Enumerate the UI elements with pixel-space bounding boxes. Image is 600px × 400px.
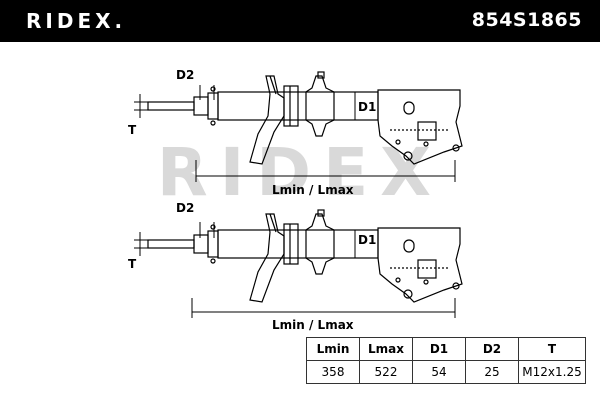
t-label-top: T — [128, 123, 137, 137]
d1-label-top: D1 — [358, 100, 376, 114]
spec-header-lmax: Lmax — [359, 337, 413, 361]
spec-header-d2: D2 — [465, 337, 519, 361]
d2-label-bottom: D2 — [176, 201, 194, 215]
spec-header-d1: D1 — [412, 337, 466, 361]
t-label-bottom: T — [128, 257, 137, 271]
d2-label-top: D2 — [176, 68, 194, 82]
length-label-bottom: Lmin / Lmax — [272, 318, 354, 332]
length-label-top: Lmin / Lmax — [272, 183, 354, 197]
spec-header-row: Lmin Lmax D1 D2 T — [306, 337, 586, 361]
header-bar: RIDEX. 854S1865 — [0, 0, 600, 42]
spec-value-t: M12x1.25 — [518, 360, 586, 384]
spec-value-lmin: 358 — [306, 360, 360, 384]
strut-bottom — [147, 209, 463, 303]
spec-header-lmin: Lmin — [306, 337, 360, 361]
watermark-text: RIDEX — [157, 134, 443, 211]
spec-value-lmax: 522 — [359, 360, 413, 384]
spec-value-d1: 54 — [412, 360, 466, 384]
spec-header-t: T — [518, 337, 586, 361]
brand-logo: RIDEX. — [26, 9, 127, 33]
dimensions-bottom — [134, 222, 456, 318]
dimensions-top — [134, 85, 456, 182]
part-number: 854S1865 — [471, 9, 582, 31]
d1-label-bottom: D1 — [358, 233, 376, 247]
spec-value-row: 358 522 54 25 M12x1.25 — [306, 360, 586, 384]
spec-table: Lmin Lmax D1 D2 T 358 522 54 25 M12x1.25 — [306, 337, 586, 384]
spec-value-d2: 25 — [465, 360, 519, 384]
